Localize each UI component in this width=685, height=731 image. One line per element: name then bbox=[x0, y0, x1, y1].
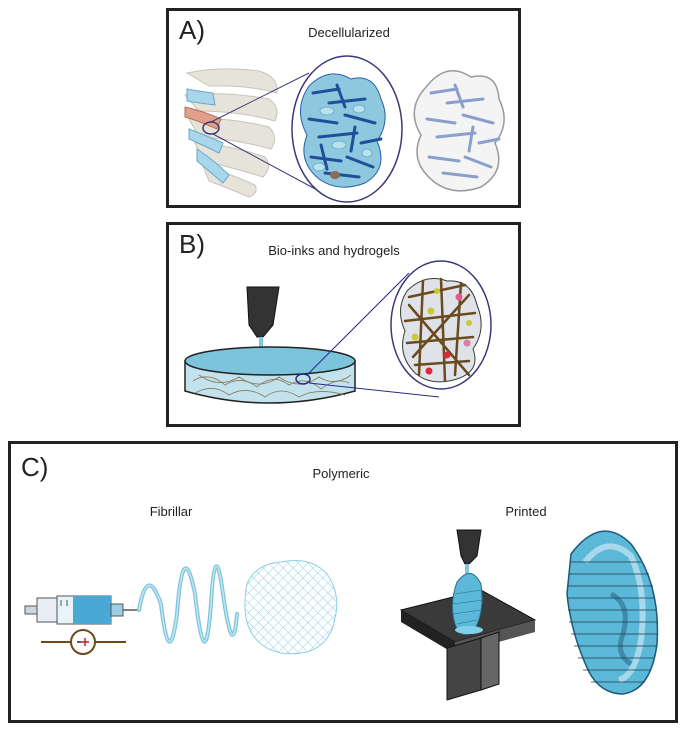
panel-a-title: Decellularized bbox=[308, 25, 390, 40]
panel-b-title: Bio-inks and hydrogels bbox=[268, 243, 400, 258]
hydrogel-zoom-circle bbox=[390, 260, 492, 390]
panel-c-fibrillar-title: Fibrillar bbox=[149, 504, 193, 519]
panel-a-illustration bbox=[183, 55, 505, 203]
printed-ear bbox=[566, 530, 659, 695]
panel-b-label: B) bbox=[179, 229, 205, 259]
panel-c-title: Polymeric bbox=[312, 466, 370, 481]
panel-c-label: C) bbox=[21, 452, 49, 482]
print-nozzle-icon bbox=[246, 286, 280, 355]
panel-a-label: A) bbox=[179, 15, 205, 45]
syringe-icon bbox=[24, 595, 137, 625]
panel-a-decellularized: A) Decellularized bbox=[166, 8, 521, 208]
panel-c-printed-title: Printed bbox=[505, 504, 547, 519]
printed-object bbox=[451, 573, 484, 636]
panel-b-bioinks: B) Bio-inks and hydrogels bbox=[166, 222, 521, 427]
decellularized-scaffold bbox=[413, 70, 505, 192]
hydrogel-disk bbox=[184, 272, 440, 404]
voltage-source-icon bbox=[41, 629, 126, 655]
printer-nozzle-icon bbox=[456, 529, 482, 576]
electrospun-fiber-helix bbox=[137, 564, 239, 644]
rib-cage-icon bbox=[183, 68, 320, 198]
panel-c-polymeric: C) Polymeric Fibrillar Printed bbox=[8, 441, 678, 723]
panel-c-illustration bbox=[24, 529, 659, 701]
fibrillar-mesh-patch bbox=[244, 560, 338, 655]
panel-b-illustration bbox=[184, 260, 492, 404]
tissue-zoom-circle bbox=[291, 55, 403, 203]
